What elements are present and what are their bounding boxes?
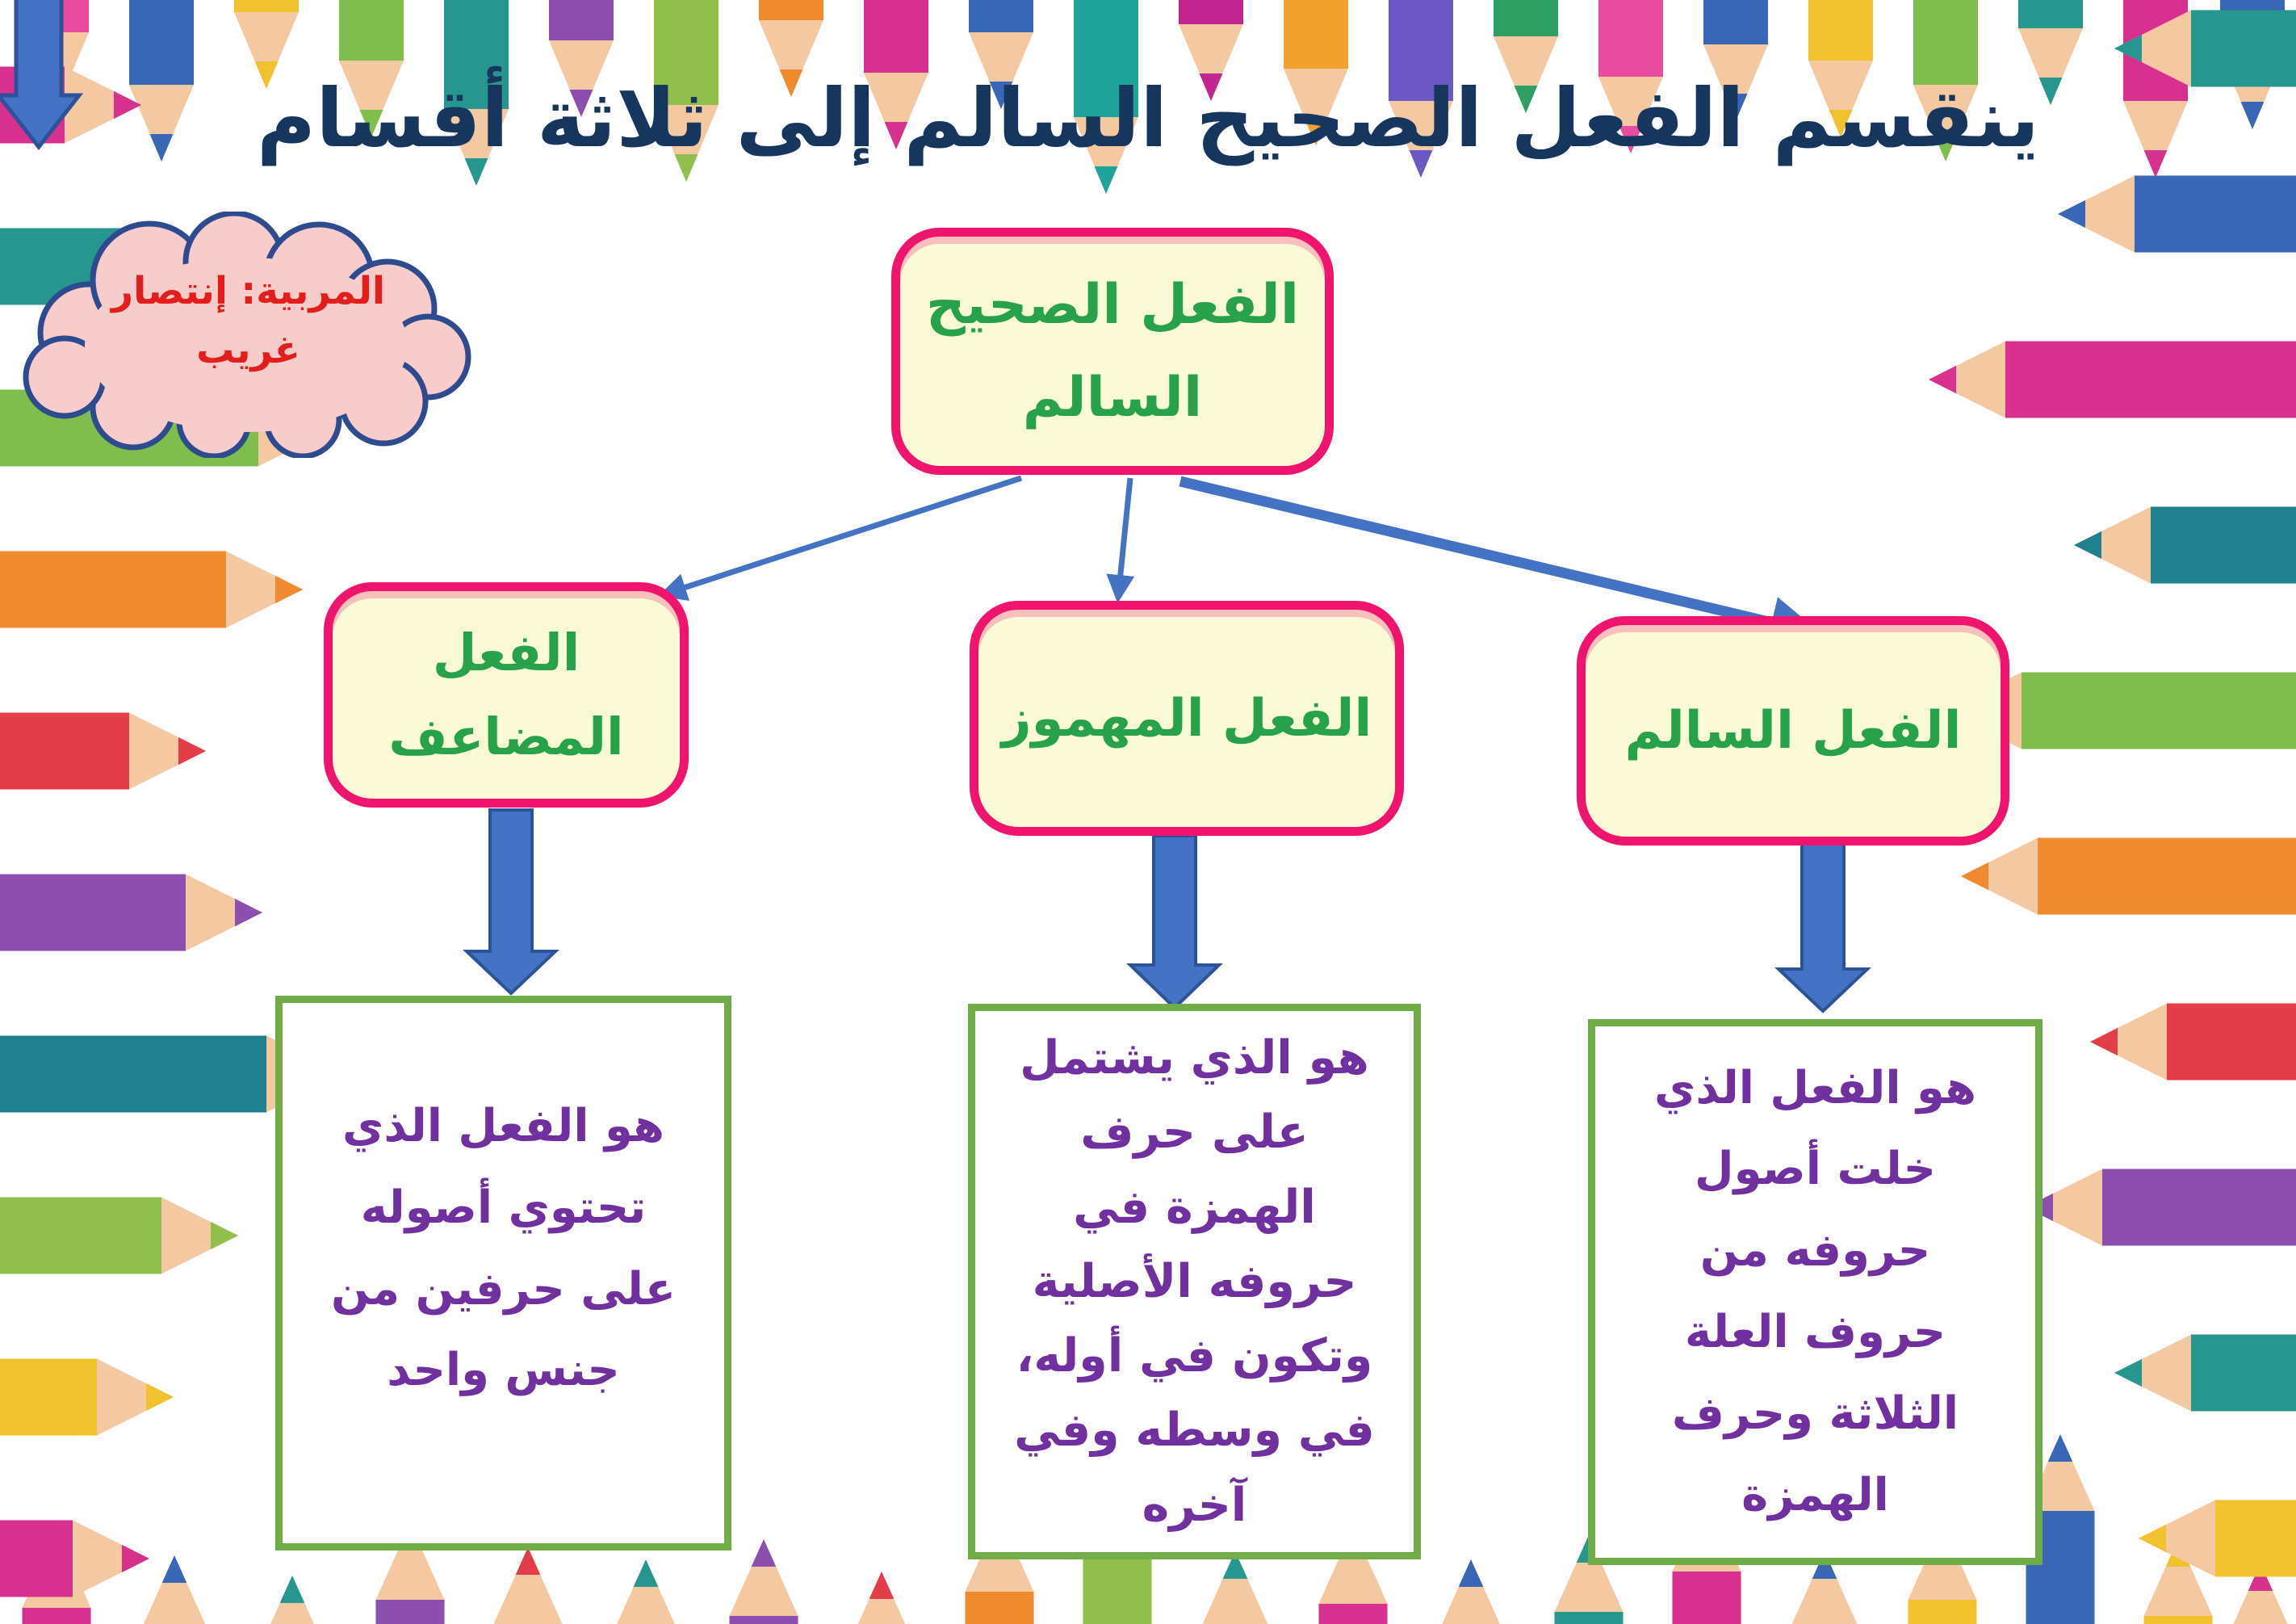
description-hamzated-verb: هو الذي يشتمل على حرف الهمزة في حروفه ال…	[968, 1004, 1421, 1559]
block-arrow-middle	[1126, 834, 1223, 1010]
node-doubled-verb-line2: المضاعف	[388, 707, 624, 767]
node-root-line1: الفعل الصحيح	[925, 273, 1300, 338]
teacher-name-line1: المربية: إنتصار	[111, 268, 385, 313]
node-root-line2: السالم	[1022, 365, 1203, 430]
node-hamzated-verb: الفعل المهموز	[970, 601, 1404, 836]
block-arrow-right	[1774, 842, 1872, 1013]
teacher-name-line2: غريب	[196, 327, 300, 372]
branch-arrow-middle	[1106, 477, 1135, 603]
node-root: الفعل الصحيح السالم	[891, 228, 1334, 475]
node-sound-verb-label: الفعل السالم	[1624, 701, 1962, 761]
teacher-cloud: المربية: إنتصار غريب	[20, 212, 476, 458]
branch-arrow-left	[658, 475, 1023, 601]
node-doubled-verb-line1: الفعل	[432, 623, 580, 682]
description-doubled-verb: هو الفعل الذي تحتوي أصوله على حرفين من ج…	[275, 996, 731, 1551]
description-sound-verb: هو الفعل الذي خلت أصول حروفه من حروف الع…	[1588, 1019, 2043, 1565]
node-hamzated-verb-label: الفعل المهموز	[1001, 688, 1372, 749]
block-arrow-left	[462, 808, 560, 996]
page-title: ينقسم الفعل الصحيح السالم إلى ثلاثة أقسا…	[256, 71, 2041, 166]
node-doubled-verb: الفعل المضاعف	[324, 582, 689, 808]
node-sound-verb: الفعل السالم	[1577, 616, 2009, 846]
teacher-name: المربية: إنتصار غريب	[20, 212, 476, 458]
